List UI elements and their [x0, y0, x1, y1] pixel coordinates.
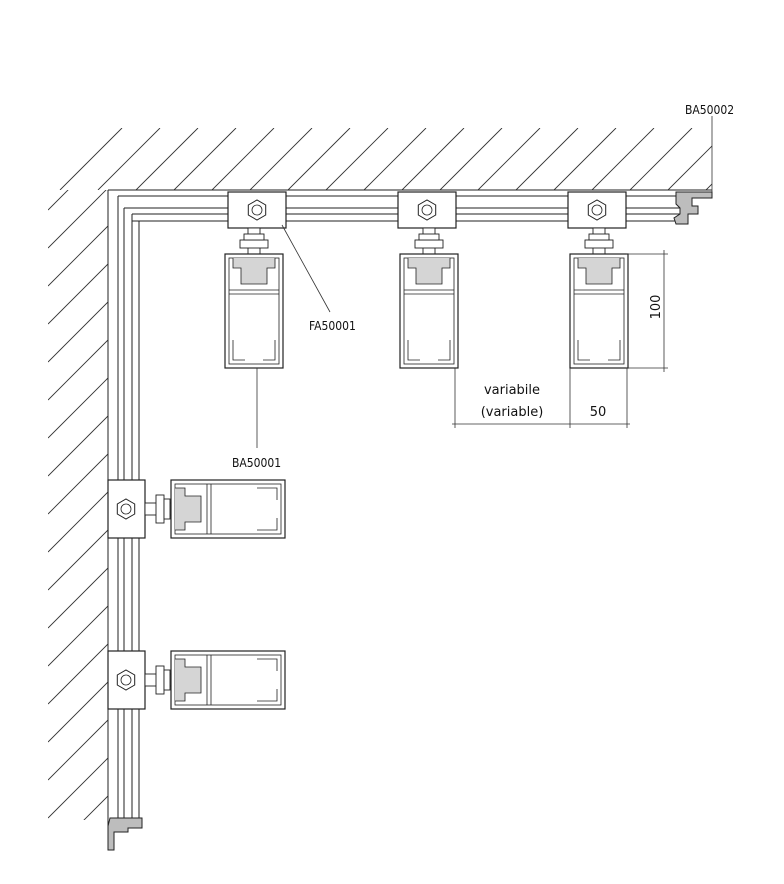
label-bracket-code: FA50001 [309, 319, 356, 333]
nut [155, 494, 165, 524]
bolt-head-icon [116, 669, 136, 691]
label-profile-code: BA50001 [232, 456, 281, 470]
dimension-height-text: 100 [649, 295, 664, 320]
ceiling-hatching [59, 128, 712, 190]
nut [239, 239, 269, 249]
wall-hanger-unit [107, 650, 286, 710]
rail-end-cap-top [673, 116, 713, 225]
nut [155, 665, 165, 695]
bolt-head-icon [116, 498, 136, 520]
label-end-cap-code: BA50002 [685, 103, 734, 117]
bolt-head-icon [247, 199, 267, 221]
dimension-width-text: 50 [590, 405, 607, 420]
ceiling-hanger-unit [397, 191, 459, 369]
bolt-head-icon [417, 199, 437, 221]
dimension-width: variabile (variable) 50 [452, 368, 630, 428]
nut [414, 239, 444, 249]
ceiling-hanger-unit [567, 191, 629, 369]
nut [584, 239, 614, 249]
rail-end-cap-bottom [107, 817, 143, 851]
wall-hatching-side [48, 190, 108, 820]
dimension-height: 100 [626, 250, 668, 372]
ceiling-hanger-unit [224, 191, 287, 369]
wall-hanger-unit [107, 479, 286, 539]
dimension-spacing-label-it: variabile [484, 383, 540, 398]
bolt-head-icon [587, 199, 607, 221]
dimension-spacing-label-en: (variable) [481, 405, 544, 420]
bracket-leader-line [281, 224, 331, 313]
